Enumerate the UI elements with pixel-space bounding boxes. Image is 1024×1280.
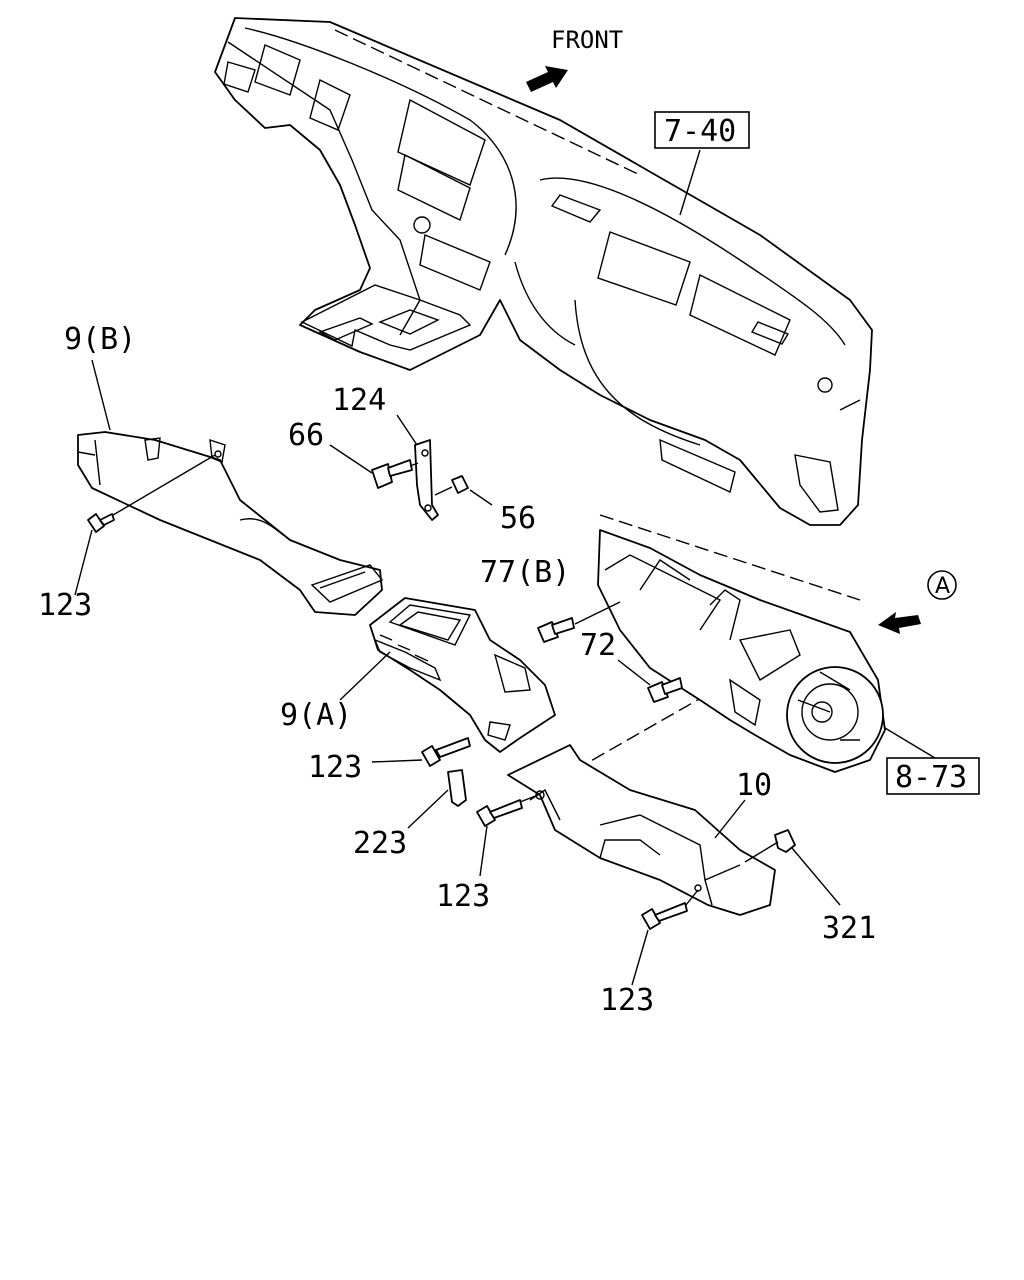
duct-10-leader (714, 799, 746, 839)
duct-9b-leader (91, 359, 111, 431)
bracket-124 (414, 439, 439, 521)
label-bolt-66: 66 (288, 418, 324, 453)
bolt-66-leader (329, 444, 373, 474)
screw-123-d (641, 902, 688, 930)
label-duct-9b: 9(B) (64, 322, 136, 357)
label-duct-10: 10 (736, 768, 772, 803)
duct-9a-leader (339, 651, 391, 701)
ref-box-8-73 (886, 757, 980, 795)
screw-123-c-to-duct (519, 794, 539, 803)
screw-123-a-leader (74, 529, 93, 596)
screw-123-d-to-duct (685, 889, 699, 906)
bolt-72-leader (617, 659, 651, 686)
view-marker-label: A (935, 574, 950, 599)
nut-56-leader (469, 489, 493, 506)
clip-321 (774, 829, 796, 853)
ref-8-73-leader (884, 727, 936, 759)
dashboard-panel (214, 17, 873, 526)
nut-56-to-bracket (434, 486, 453, 496)
clip-223-leader (407, 789, 449, 829)
bolt-66 (371, 459, 413, 489)
label-screw-123-d: 123 (600, 983, 654, 1018)
nut-56 (451, 475, 469, 494)
screw-123-b (421, 737, 471, 767)
duct-9b-screw-leader (107, 454, 216, 519)
ref-8-73: 8-73 (895, 760, 967, 795)
view-marker-circle (927, 570, 957, 600)
label-bolt-72: 72 (580, 628, 616, 663)
label-screw-123-c: 123 (436, 879, 490, 914)
bolt-66-to-bracket (409, 462, 419, 467)
clip-321-leader (791, 847, 841, 906)
label-screw-123-b: 123 (308, 750, 362, 785)
clip-321-to-duct (744, 841, 779, 863)
duct-9a (369, 597, 556, 753)
front-label: FRONT (551, 26, 623, 54)
label-clip-223: 223 (353, 826, 407, 861)
bolt-77b-leader (574, 601, 621, 625)
front-arrow-icon (526, 66, 568, 92)
label-duct-9a: 9(A) (280, 698, 352, 733)
mount-guide-line (599, 514, 861, 601)
duct-10 (507, 744, 776, 916)
clip-223 (447, 769, 467, 807)
ref-7-40: 7-40 (664, 114, 736, 149)
ref-box-7-40 (654, 111, 750, 149)
screw-123-d-leader (631, 929, 649, 986)
view-arrow-icon (878, 612, 921, 634)
duct-9b (77, 431, 384, 616)
label-bolt-77b: 77(B) (480, 555, 570, 590)
screw-123-c (476, 799, 523, 827)
screw-123-a (87, 513, 115, 533)
screw-123-c-leader (479, 825, 488, 877)
label-nut-56: 56 (500, 501, 536, 536)
ref-7-40-leader (679, 149, 701, 216)
label-clip-321: 321 (822, 911, 876, 946)
blower-mount-assembly (597, 529, 886, 773)
bolt-72 (647, 677, 683, 703)
label-bracket-124: 124 (332, 383, 386, 418)
label-screw-123-a: 123 (38, 588, 92, 623)
screw-123-b-leader (371, 759, 423, 763)
bracket-124-leader (396, 414, 418, 446)
dashboard-guide-line (334, 29, 641, 176)
bolt-77b (537, 617, 575, 643)
